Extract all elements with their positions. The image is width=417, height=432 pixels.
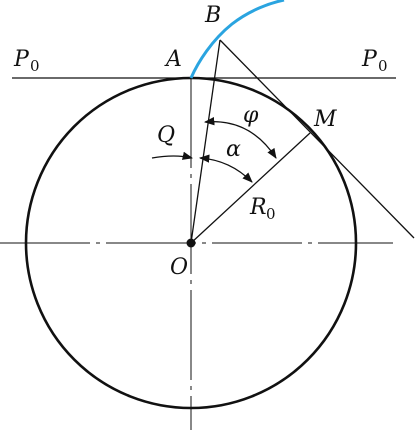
label-b: B <box>204 3 221 28</box>
involute-curve <box>189 0 285 79</box>
label-a: A <box>164 47 182 72</box>
radius-r0 <box>190 132 311 244</box>
label-o: O <box>170 255 188 280</box>
label-m: M <box>313 107 337 132</box>
label-p0-left: P <box>13 47 30 72</box>
angle-alpha-arc <box>198 154 253 183</box>
label-alpha: α <box>226 137 241 162</box>
label-r0-sub: 0 <box>266 205 276 223</box>
label-q: Q <box>157 123 175 148</box>
label-phi: φ <box>243 103 259 128</box>
label-r0: R <box>249 195 267 220</box>
angle-phi-arc <box>203 117 277 159</box>
label-p0-right: P <box>361 47 378 72</box>
center-point-o <box>186 238 196 248</box>
label-p0-right-sub: 0 <box>378 57 388 75</box>
tangent-line <box>219 39 415 239</box>
label-p0-left-sub: 0 <box>30 57 40 75</box>
angle-q-leader <box>151 151 194 160</box>
